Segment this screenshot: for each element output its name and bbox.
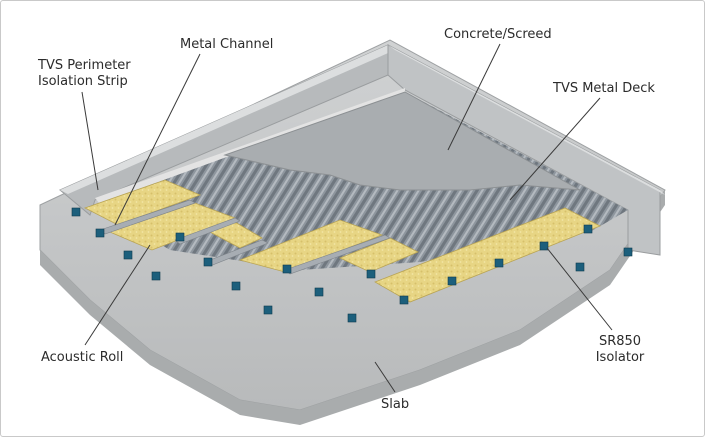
isolators bbox=[71, 207, 633, 323]
wall-right-top bbox=[388, 45, 665, 195]
leader-acoustic-roll bbox=[84, 244, 151, 346]
isolator bbox=[575, 262, 585, 272]
isolator bbox=[263, 305, 273, 315]
isolator bbox=[539, 241, 549, 251]
acoustic-roll-strip bbox=[83, 179, 202, 226]
label-perimeter-strip: TVS Perimeter Isolation Strip bbox=[38, 58, 131, 89]
label-acoustic-roll: Acoustic Roll bbox=[41, 350, 124, 365]
isolator bbox=[151, 271, 161, 281]
isolator bbox=[583, 224, 593, 234]
leader-isolator bbox=[546, 247, 613, 331]
label-slab: Slab bbox=[381, 397, 410, 412]
leader-perimeter-strip bbox=[81, 91, 99, 191]
concrete-screed-shape bbox=[223, 91, 581, 191]
leader-slab bbox=[374, 361, 396, 393]
label-concrete-screed: Concrete/Screed bbox=[444, 27, 552, 42]
isolator bbox=[95, 228, 105, 238]
wall-left-top bbox=[60, 45, 395, 194]
metal-channel-bar bbox=[174, 217, 241, 245]
label-metal-deck: TVS Metal Deck bbox=[553, 81, 655, 96]
acoustic-roll-strip bbox=[374, 207, 601, 303]
acoustic-roll-strip bbox=[338, 237, 419, 273]
isolator bbox=[314, 287, 324, 297]
isolator bbox=[175, 232, 185, 242]
isolator bbox=[399, 295, 409, 305]
isolator bbox=[623, 247, 633, 257]
leader-metal-deck bbox=[509, 97, 601, 201]
isolator bbox=[347, 313, 357, 323]
isolator bbox=[123, 250, 133, 260]
isolator bbox=[203, 257, 213, 267]
leader-concrete-screed bbox=[447, 43, 501, 151]
isolator bbox=[71, 207, 81, 217]
isolator bbox=[366, 269, 376, 279]
wall-right bbox=[387, 44, 661, 256]
isolator bbox=[494, 258, 504, 268]
acoustic-roll-strip bbox=[238, 219, 384, 273]
label-metal-channel: Metal Channel bbox=[180, 37, 274, 52]
label-isolator: SR850 Isolator bbox=[595, 334, 645, 365]
leader-metal-channel bbox=[114, 53, 201, 226]
isolator bbox=[282, 264, 292, 274]
isolator bbox=[231, 281, 241, 291]
isolator bbox=[447, 276, 457, 286]
